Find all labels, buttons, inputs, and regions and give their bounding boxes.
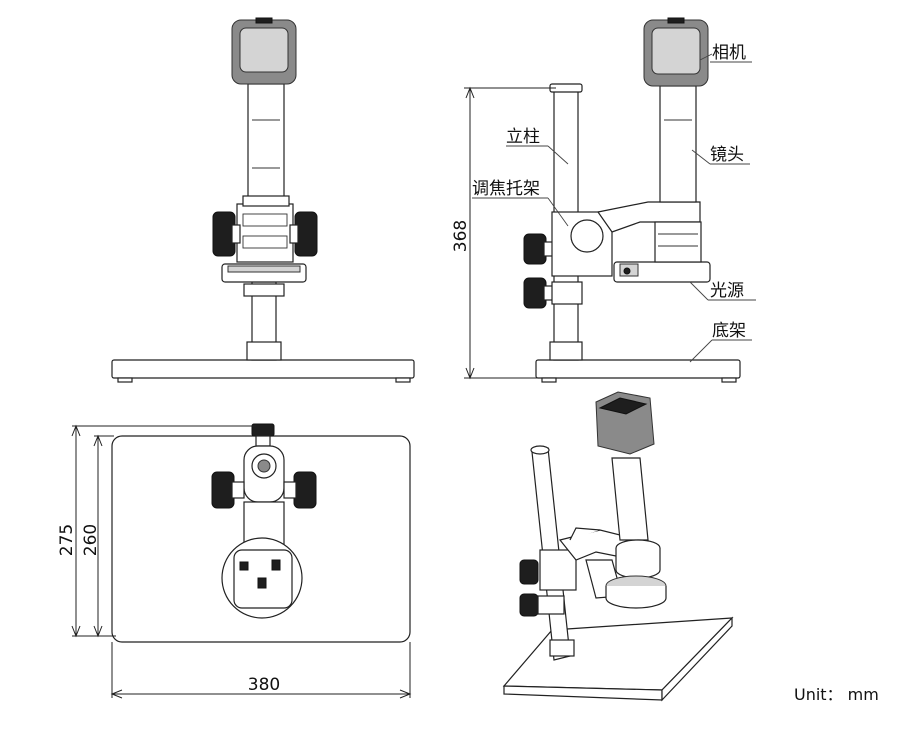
front-view — [111, 17, 415, 383]
dimension-depth-inner: 260 — [81, 524, 101, 556]
label-light-source: 光源 — [710, 281, 744, 301]
label-focus-bracket: 调焦托架 — [472, 179, 540, 199]
front-base-plate — [111, 359, 415, 379]
front-column-collar — [246, 341, 282, 361]
front-base-foot-left — [117, 377, 133, 383]
top-view — [71, 423, 412, 699]
dimension-height: 368 — [451, 220, 471, 252]
side-focus-wheel — [570, 219, 604, 253]
side-lens-tube — [659, 85, 697, 203]
front-focus-bracket — [236, 203, 294, 263]
isometric-view — [502, 391, 734, 702]
unit-note: Unit： mm — [794, 685, 879, 704]
side-knob-upper — [523, 233, 547, 265]
front-lens-tube — [247, 83, 285, 205]
label-camera: 相机 — [712, 43, 746, 63]
front-base-foot-right — [395, 377, 411, 383]
dimension-depth-outer: 275 — [57, 524, 77, 556]
label-column: 立柱 — [506, 127, 540, 147]
label-base: 底架 — [712, 321, 746, 341]
iso-lens-tube — [611, 457, 649, 541]
side-knob-lower — [523, 277, 547, 309]
label-lens: 镜头 — [710, 145, 744, 165]
dimension-width: 380 — [248, 675, 280, 695]
side-base-plate — [535, 359, 741, 379]
side-view — [464, 17, 756, 383]
